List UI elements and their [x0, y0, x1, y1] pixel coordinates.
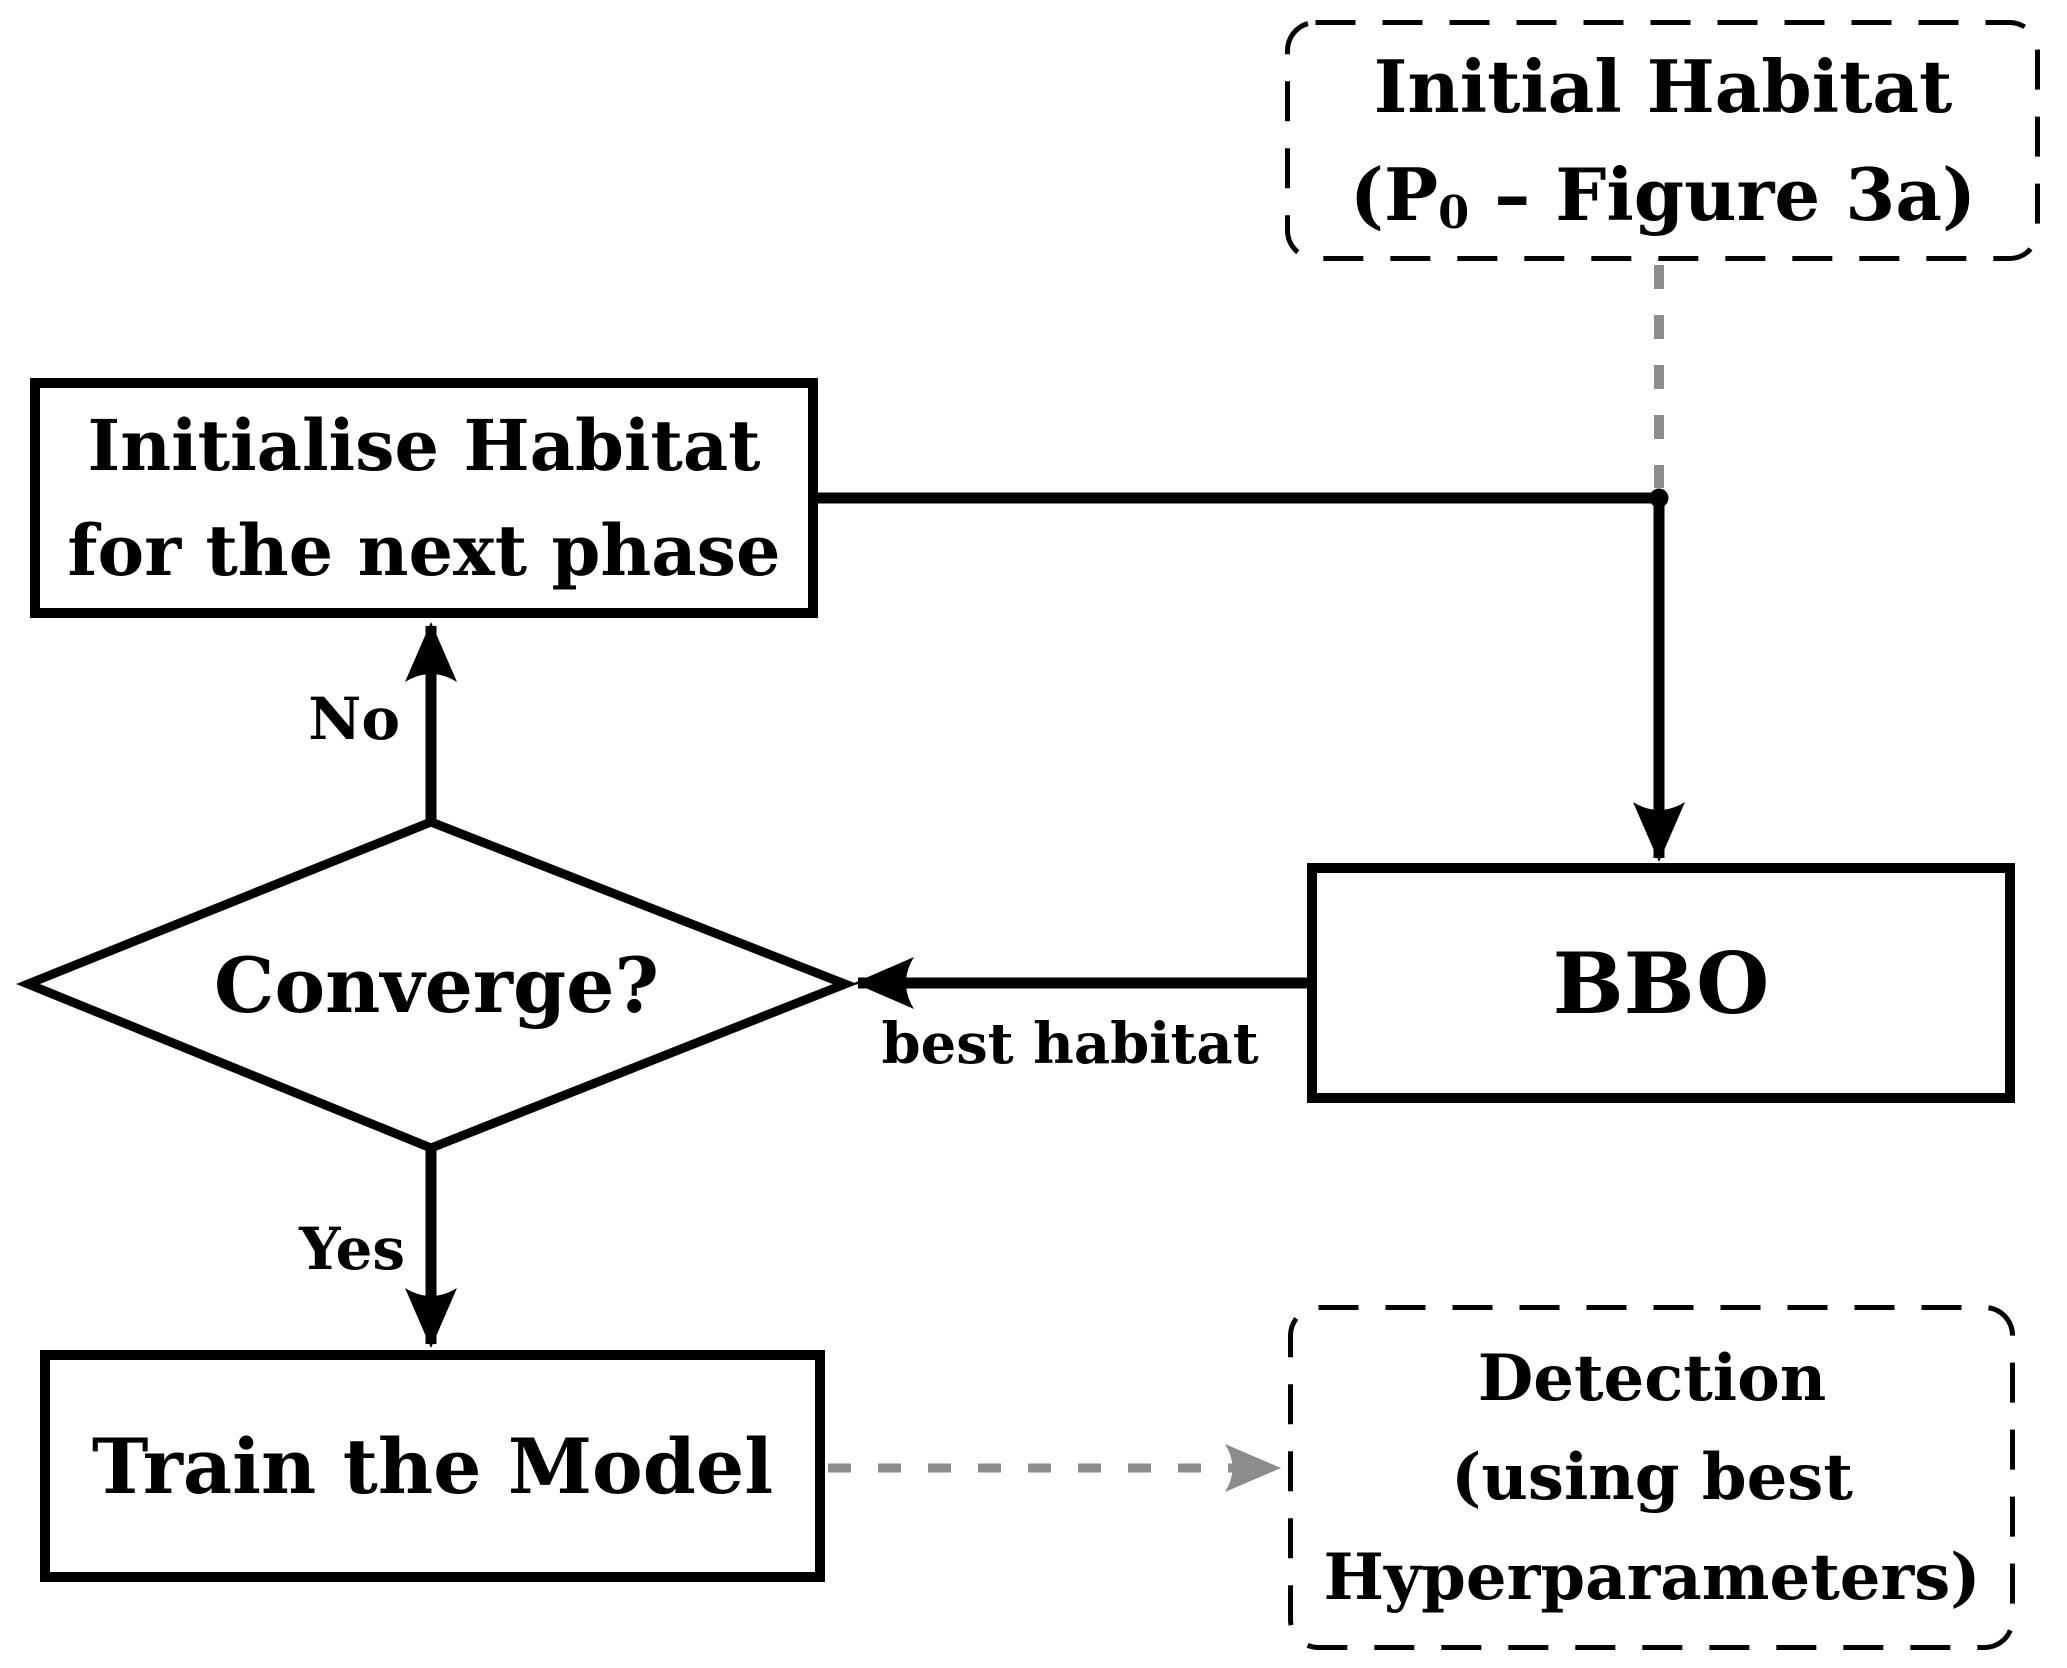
- initialise-habitat-line1: Initialise Habitat: [87, 404, 761, 487]
- initial-habitat-dashed-border: [1285, 20, 2040, 261]
- detection-dashed-border: [1288, 1305, 2015, 1650]
- edge-label-no: No: [308, 685, 400, 753]
- edge-label-best-habitat: best habitat: [881, 1011, 1259, 1077]
- detection-line2: (using best: [1451, 1440, 1853, 1516]
- node-initialise-habitat: Initialise Habitat for the next phase: [30, 378, 818, 618]
- node-train-the-model: Train the Model: [40, 1350, 825, 1582]
- detection-line3: Hyperparameters): [1323, 1539, 1981, 1615]
- initial-habitat-p-prefix: (P: [1349, 152, 1439, 237]
- converge-label: Converge?: [213, 940, 659, 1030]
- initial-habitat-p-suffix: – Figure 3a): [1469, 152, 1977, 237]
- node-initial-habitat: Initial Habitat (P0 – Figure 3a): [1288, 23, 2038, 259]
- node-detection: Detection (using best Hyperparameters): [1291, 1308, 2013, 1648]
- train-label: Train the Model: [91, 1421, 774, 1511]
- node-bbo: BBO: [1307, 863, 2015, 1103]
- initialise-habitat-line2: for the next phase: [67, 509, 781, 592]
- initial-habitat-line2: (P0 – Figure 3a): [1350, 141, 1976, 249]
- node-converge: Converge?: [28, 822, 845, 1148]
- bbo-label: BBO: [1552, 933, 1770, 1033]
- detection-line1: Detection: [1477, 1341, 1827, 1417]
- initial-habitat-p-subscript: 0: [1438, 186, 1470, 240]
- initial-habitat-line1: Initial Habitat: [1373, 44, 1953, 129]
- edge-label-yes: Yes: [299, 1215, 405, 1283]
